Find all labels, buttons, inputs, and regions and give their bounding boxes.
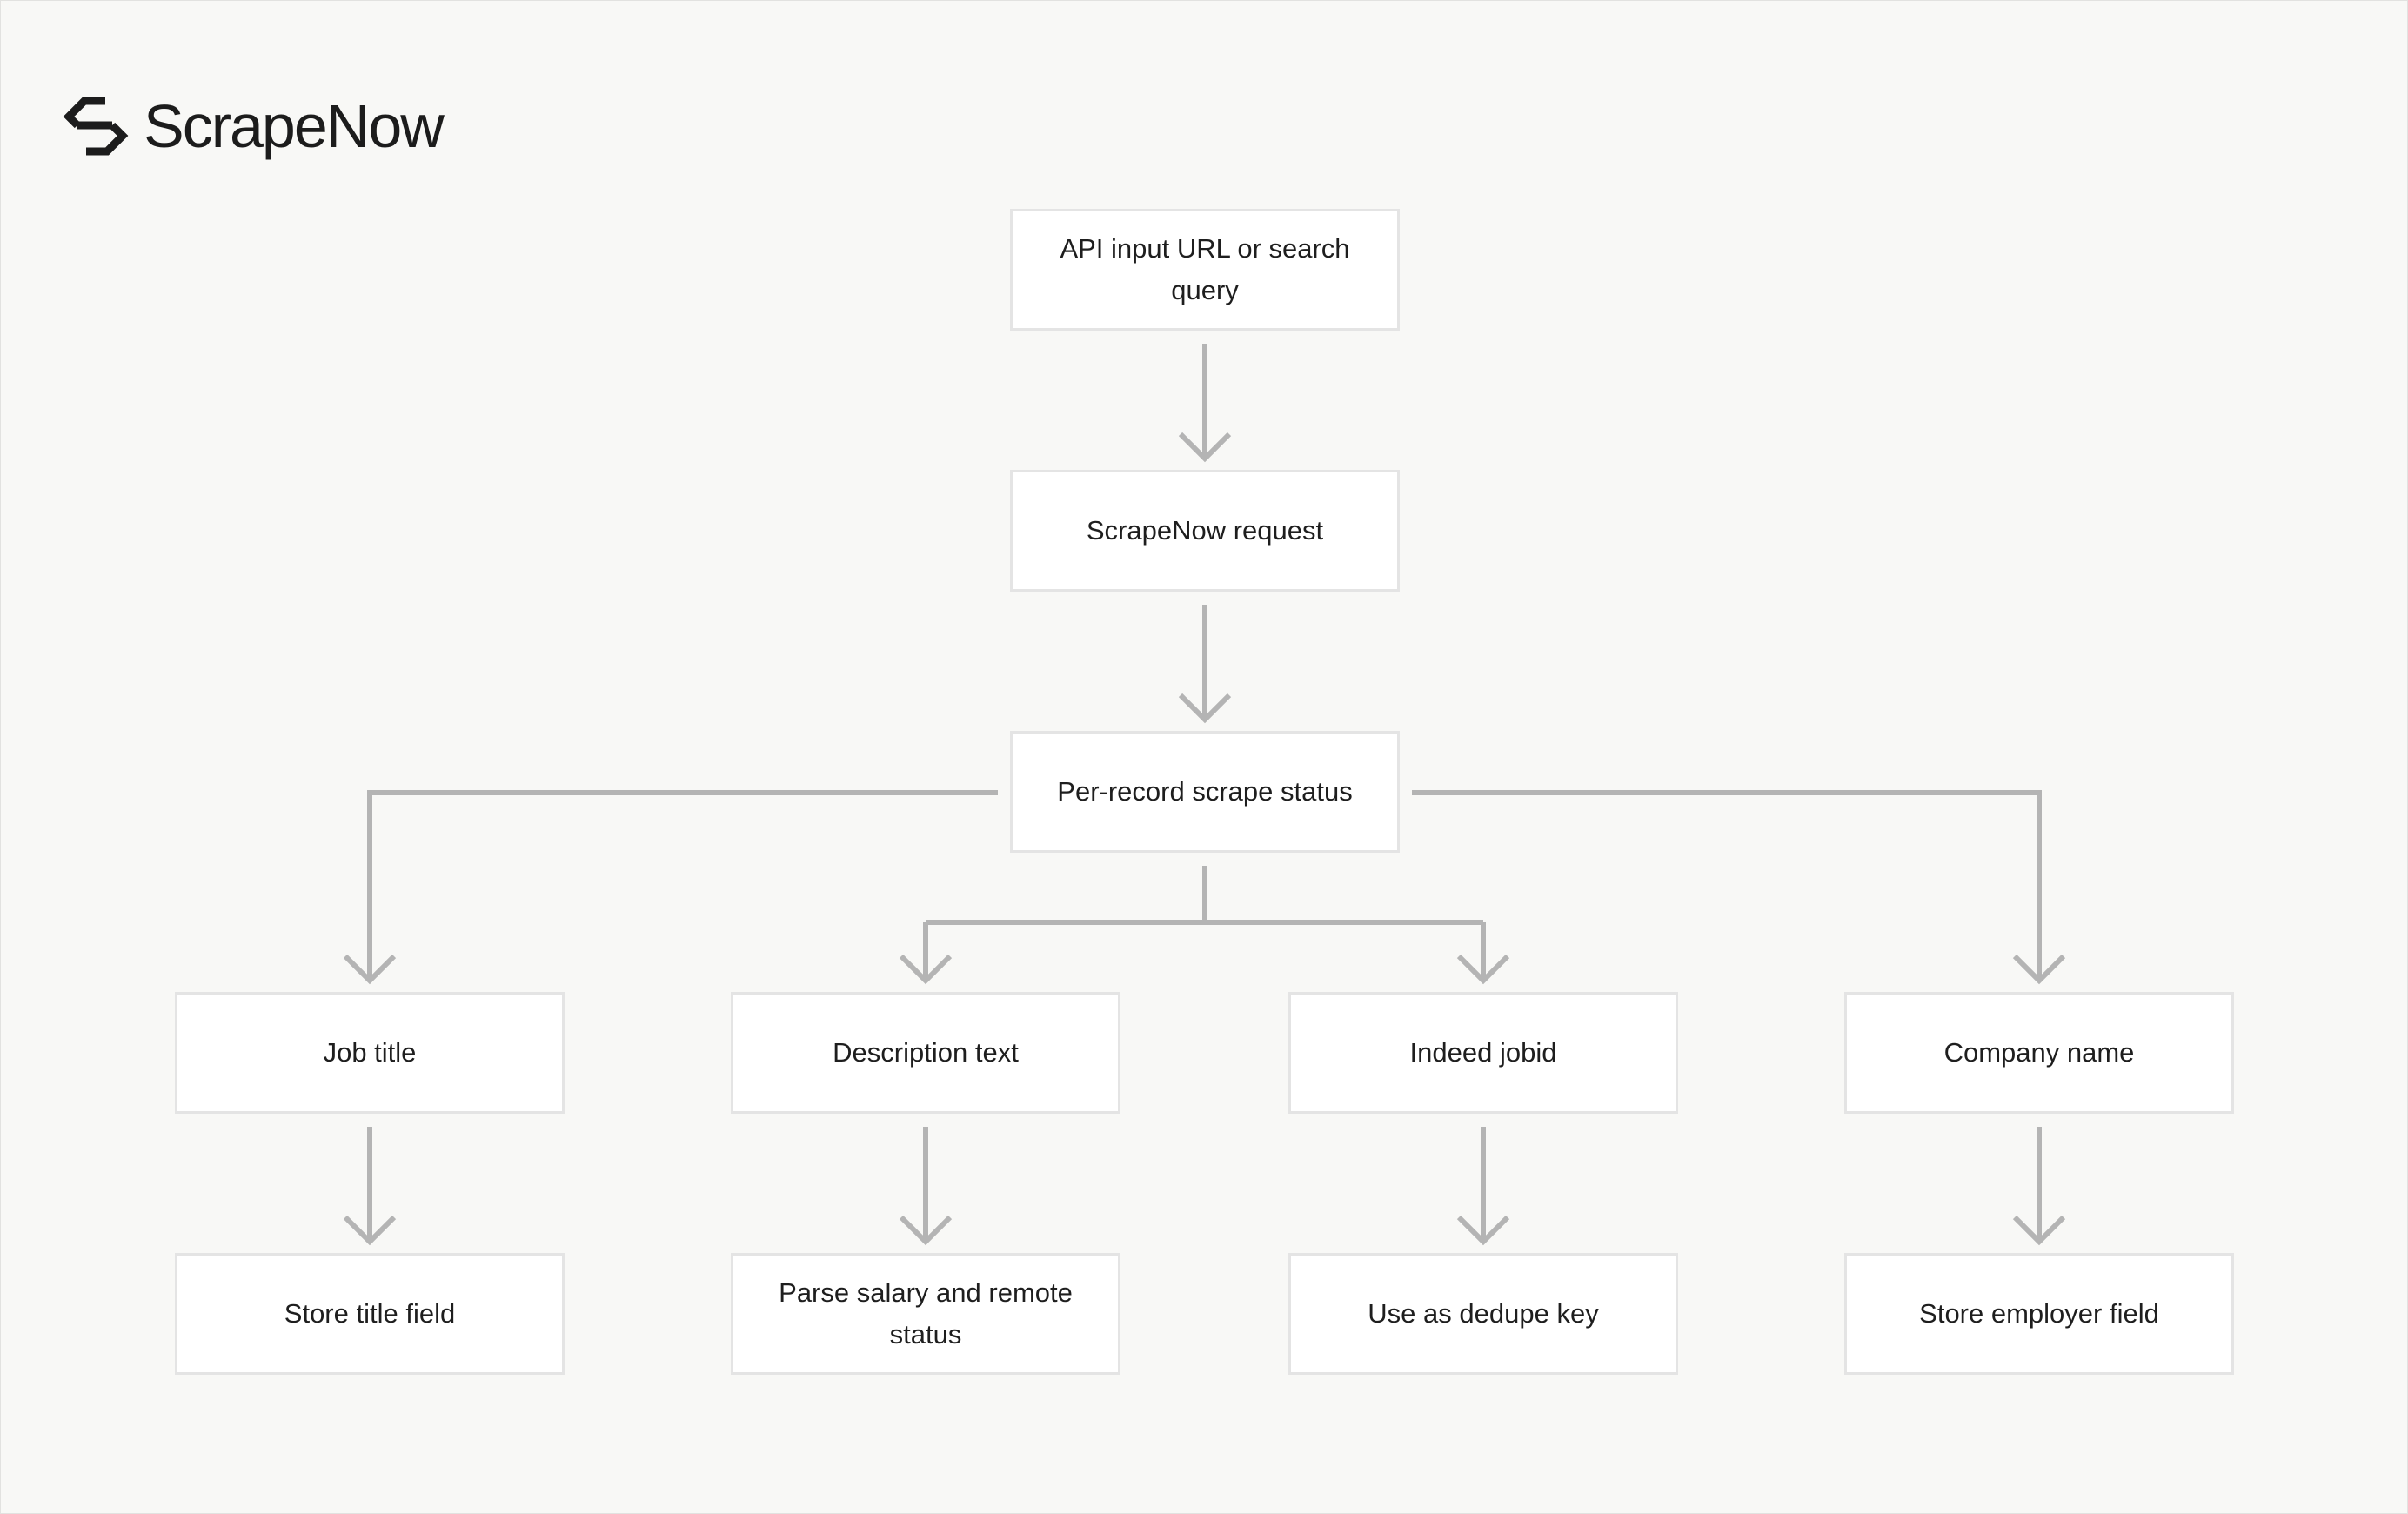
arrowhead-jobid-to-action	[1456, 1215, 1510, 1246]
arrowhead-status-to-job-title	[343, 954, 397, 985]
brand-logo: ScrapeNow	[62, 88, 445, 164]
node-request-label: ScrapeNow request	[1086, 515, 1324, 546]
arrowhead-request-to-status	[1178, 693, 1232, 724]
arrowhead-status-to-company-name	[2012, 954, 2066, 985]
arrowhead-job-title-to-action	[343, 1215, 397, 1246]
arrowhead-description-to-action	[899, 1215, 953, 1246]
node-status: Per-record scrape status	[1010, 731, 1400, 853]
node-action-label: Store title field	[284, 1298, 456, 1329]
node-field-label: Description text	[833, 1037, 1019, 1068]
node-action-store-employer: Store employer field	[1844, 1253, 2234, 1375]
node-action-parse-salary: Parse salary and remote status	[731, 1253, 1120, 1375]
brand-name: ScrapeNow	[144, 92, 445, 160]
node-field-company-name: Company name	[1844, 992, 2234, 1114]
node-field-label: Job title	[323, 1037, 417, 1068]
node-input-label: API input URL or search query	[1060, 233, 1350, 305]
node-action-dedupe-key: Use as dedupe key	[1288, 1253, 1678, 1375]
node-field-job-title: Job title	[175, 992, 565, 1114]
arrowhead-input-to-request	[1178, 432, 1232, 463]
node-status-label: Per-record scrape status	[1057, 776, 1353, 807]
node-action-label: Parse salary and remote status	[779, 1277, 1073, 1350]
node-action-label: Store employer field	[1919, 1298, 2159, 1329]
arrowhead-company-name-to-action	[2012, 1215, 2066, 1246]
arrow-status-to-company-name	[1412, 790, 2042, 981]
scrapenow-logo-icon	[63, 97, 129, 156]
node-action-store-title: Store title field	[175, 1253, 565, 1375]
arrow-status-to-job-title	[367, 790, 998, 981]
arrowhead-fork-to-jobid	[1456, 954, 1510, 985]
node-request: ScrapeNow request	[1010, 470, 1400, 592]
node-field-label: Indeed jobid	[1409, 1037, 1557, 1068]
node-input: API input URL or search query	[1010, 209, 1400, 331]
node-action-label: Use as dedupe key	[1368, 1298, 1599, 1329]
node-field-label: Company name	[1943, 1037, 2135, 1068]
arrowhead-fork-to-description	[899, 954, 953, 985]
node-field-jobid: Indeed jobid	[1288, 992, 1678, 1114]
node-field-description: Description text	[731, 992, 1120, 1114]
